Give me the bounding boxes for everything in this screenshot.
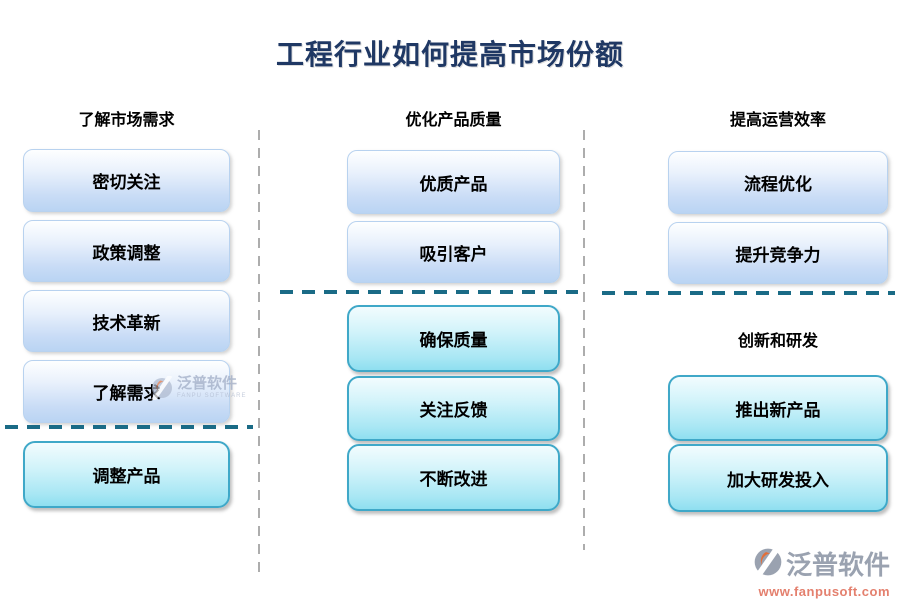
horizontal-divider xyxy=(280,290,578,294)
vertical-divider xyxy=(258,130,260,577)
diagram-node: 技术革新 xyxy=(23,290,230,352)
diagram-node: 调整产品 xyxy=(23,441,230,508)
column-header: 提高运营效率 xyxy=(729,112,826,129)
diagram-node: 确保质量 xyxy=(347,305,560,372)
diagram-node: 推出新产品 xyxy=(668,375,888,441)
column-operational-efficiency: 提高运营效率 流程优化 提升竞争力 创新和研发 推出新产品 加大研发投入 xyxy=(668,0,888,600)
column-header: 了解市场需求 xyxy=(78,112,175,129)
horizontal-divider xyxy=(5,425,253,429)
diagram-node: 流程优化 xyxy=(668,151,888,214)
diagram-node: 密切关注 xyxy=(23,149,230,212)
column-optimize-quality: 优化产品质量 优质产品 吸引客户 确保质量 关注反馈 不断改进 xyxy=(347,0,560,600)
diagram-node: 不断改进 xyxy=(347,444,560,511)
diagram-node: 加大研发投入 xyxy=(668,444,888,512)
diagram-node: 政策调整 xyxy=(23,220,230,282)
diagram-node: 提升竞争力 xyxy=(668,222,888,284)
column-understand-market: 了解市场需求 密切关注 政策调整 技术革新 了解需求 调整产品 xyxy=(23,0,230,600)
diagram-node: 了解需求 xyxy=(23,360,230,423)
diagram-node: 优质产品 xyxy=(347,150,560,214)
vertical-divider xyxy=(583,130,585,550)
column-header: 创新和研发 xyxy=(737,333,818,350)
horizontal-divider xyxy=(602,291,895,295)
diagram-node: 吸引客户 xyxy=(347,221,560,283)
page-title: 工程行业如何提高市场份额 xyxy=(275,39,624,70)
column-header: 优化产品质量 xyxy=(405,112,502,129)
diagram-node: 关注反馈 xyxy=(347,376,560,441)
